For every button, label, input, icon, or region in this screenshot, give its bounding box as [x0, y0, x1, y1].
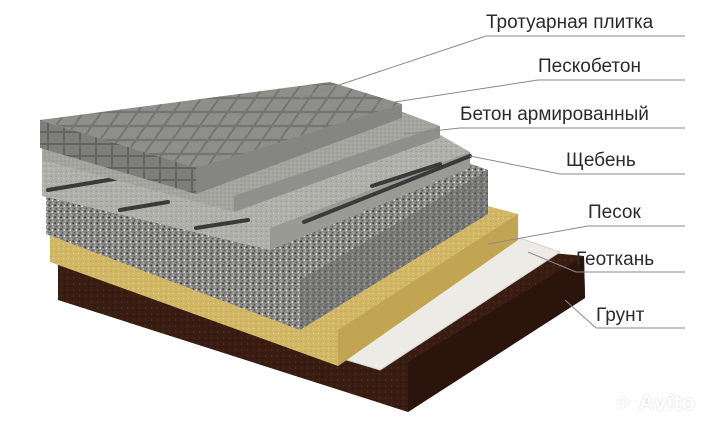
- leader-line-geotextile: [527, 251, 577, 273]
- leader-line-sand-concrete: [355, 79, 539, 109]
- leader-line-soil: [564, 299, 597, 329]
- watermark-text: Avito: [638, 390, 696, 415]
- leader-line-concrete: [403, 127, 461, 135]
- leader-lines: [299, 35, 685, 329]
- label-geotextile: Геоткань: [576, 249, 655, 270]
- label-soil: Грунт: [596, 305, 645, 326]
- label-sand: Песок: [588, 202, 641, 223]
- paving-tiles-layer: [40, 82, 402, 194]
- rebar-grid: [46, 154, 472, 230]
- label-reinforced-concrete: Бетон армированный: [460, 104, 649, 125]
- leader-line-gravel: [469, 155, 561, 175]
- label-paving-tiles: Тротуарная плитка: [486, 12, 654, 33]
- label-sand-concrete: Пескобетон: [538, 56, 641, 77]
- leader-line-paving: [299, 35, 487, 99]
- label-gravel: Щебень: [566, 150, 636, 171]
- avito-watermark: ⁘ Avito: [614, 390, 695, 416]
- avito-logo-icon: ⁘: [614, 390, 633, 415]
- leader-line-sand: [487, 225, 589, 245]
